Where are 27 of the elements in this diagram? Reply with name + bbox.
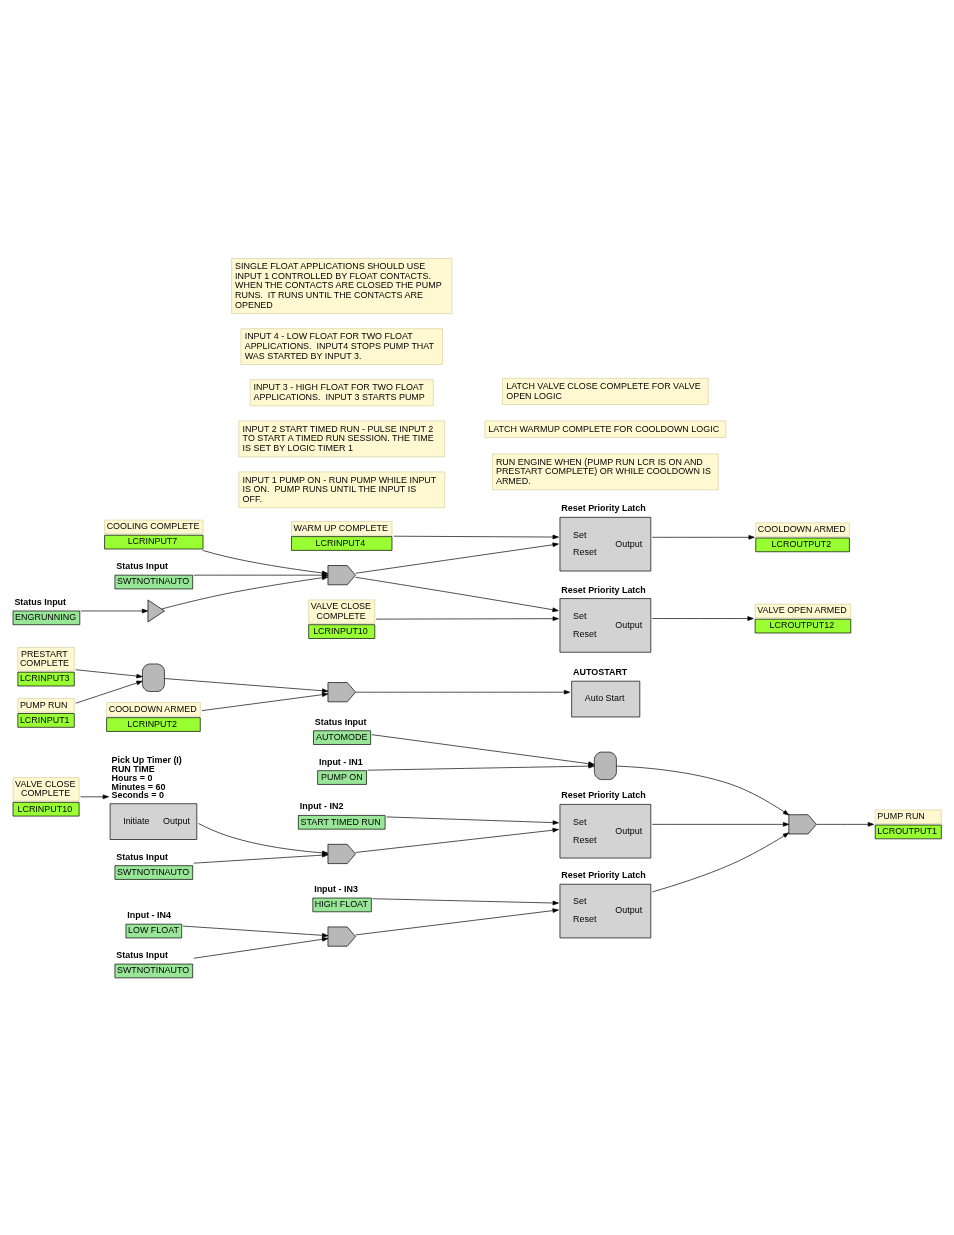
node-label: Reset Priority Latch — [561, 503, 646, 514]
node-label: Reset Priority Latch — [561, 790, 646, 801]
node-label: Input - IN3 — [314, 884, 358, 895]
node-label: Reset Priority Latch — [561, 584, 646, 595]
node-label: Input - IN4 — [127, 910, 171, 921]
node-label: RUN TIME — [111, 763, 155, 774]
node-label: Reset Priority Latch — [561, 870, 646, 881]
node-label: Input - IN2 — [299, 801, 344, 812]
node-label: Pick Up Timer (I) — [111, 754, 182, 765]
node-label: Minutes = 60 — [111, 781, 166, 792]
label: RUN ENGINE WHEN (PUMP RUN LCR IS ON AND PRESTART COMPLETE) OR WHILE COOLDOWN IS ARMED. — [495, 456, 711, 486]
label: INPUT 4 - LOW FLOAT FOR TWO FLOAT APPLICATIONS. INPUT4 STOPS PUMP THAT WAS STARTED BY INPUT 3. — [244, 331, 435, 361]
label: SINGLE FLOAT APPLICATIONS SHOULD USE INPUT 1 CONTROLLED BY FLOAT CONTACTS. WHEN THE CONTACTS ARE CLOSED THE PUMP RUNS. IT RUNS UNTIL THE CONTACTS ARE OPENED — [235, 261, 442, 310]
node-label: Input - IN1 — [319, 756, 363, 767]
node-label: Status Input — [116, 561, 168, 572]
node-label: Status Input — [116, 950, 168, 961]
node-label: AUTOSTART — [573, 667, 628, 678]
node-label: Status Input — [14, 597, 67, 608]
node-label: Status Input — [116, 851, 168, 862]
label: INPUT 3 - HIGH FLOAT FOR TWO FLOAT APPLICATIONS. INPUT 3 STARTS PUMP — [253, 382, 425, 402]
node-label: Seconds = 0 — [111, 790, 164, 801]
node-label: Status Input — [314, 716, 367, 727]
label: INPUT 1 PUMP ON - RUN PUMP WHILE INPUT IS ON. PUMP RUNS UNTIL THE INPUT IS OFF. — [242, 474, 437, 504]
node-label: Hours = 0 — [111, 772, 153, 783]
label: INPUT 2 START TIMED RUN - PULSE INPUT 2 TO START A TIMED RUN SESSION. THE TIME IS SET BY LOGIC TIMER 1 — [242, 423, 434, 453]
label: LATCH VALVE CLOSE COMPLETE FOR VALVE OPEN LOGIC — [506, 380, 701, 401]
label: LATCH WARMUP COMPLETE FOR COOLDOWN LOGIC — [488, 423, 720, 434]
